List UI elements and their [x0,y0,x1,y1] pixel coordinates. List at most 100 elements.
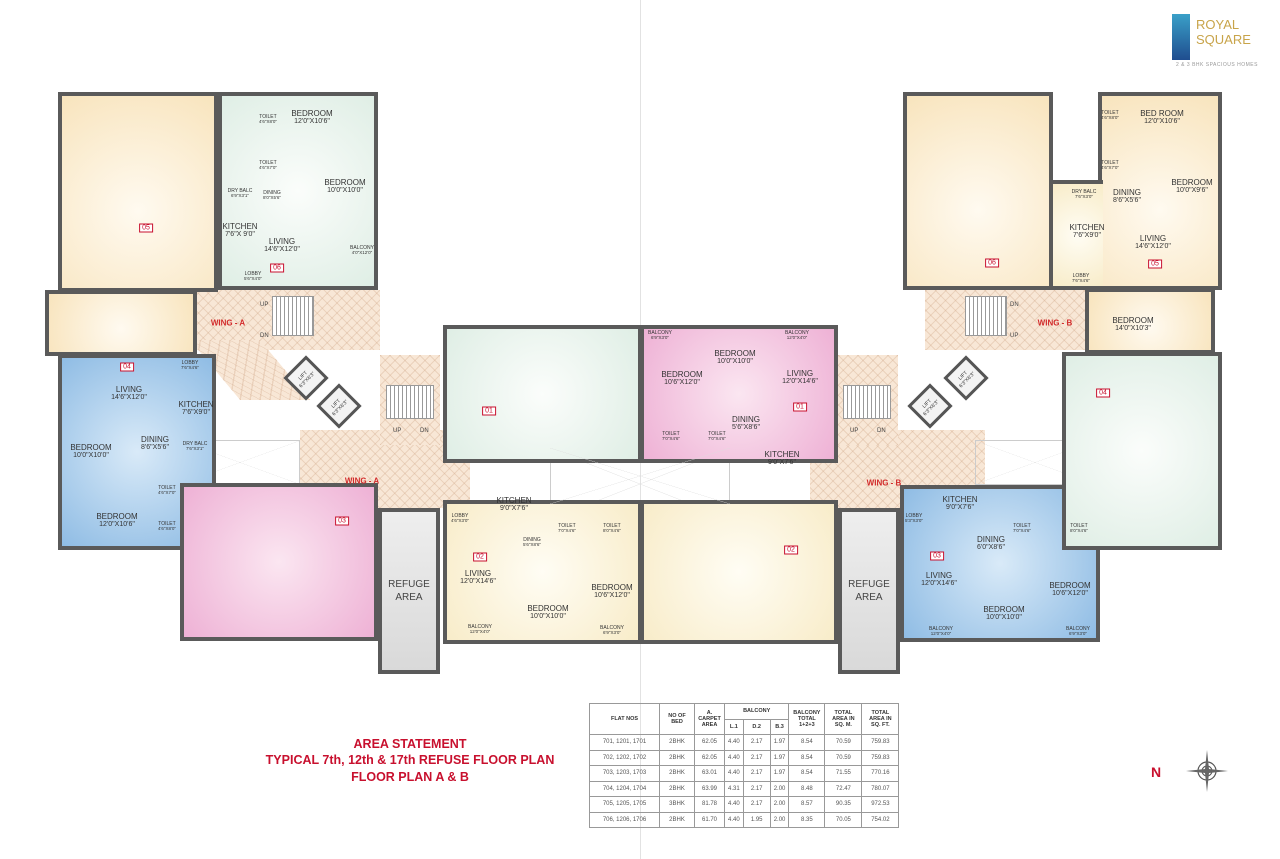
table-cell: 81.78 [694,796,725,813]
table-cell: 759.83 [861,749,900,766]
table-cell: 1.97 [769,734,790,751]
col-carpet-area: A. CARPET AREA [694,703,725,735]
room-name: TOILET [558,523,576,530]
room-name: LOBBY [244,271,262,278]
room-size: 7'6"X3'0" [1075,194,1093,200]
room-name: LIVING [786,369,814,379]
room-size: 7'0"X4'6" [558,528,576,534]
room-name: DINING [263,190,281,197]
room-size: 4'6"X7'0" [1101,165,1119,171]
room-size: 12'0"X4'0" [786,335,808,341]
room-name: BEDROOM [291,109,333,119]
room-name: DINING [732,415,760,425]
table-cell: 706, 1206, 1706 [589,811,660,828]
north-label: N [1151,764,1162,780]
room-size: 6'9"X3'0" [603,630,621,636]
flat-04-wing-b [1062,352,1222,550]
room-name: DRY BALC [1071,189,1097,196]
stair-up-label: UP [260,302,269,308]
room-size: 8'0"X4'6" [1070,528,1088,534]
table-cell: 70.05 [824,811,863,828]
room-name: BEDROOM [1112,316,1154,326]
wing-label: WING - B [1037,318,1073,328]
flat-03-wing-a [180,483,378,641]
table-cell: 90.35 [824,796,863,813]
table-cell: 4.40 [724,811,744,828]
room-size: 14'6"X12'0" [111,394,147,402]
plan-title: AREA STATEMENT TYPICAL 7th, 12th & 17th … [240,736,580,785]
room-name: LOBBY [905,513,923,520]
refuge-label: REFUGE AREA [848,579,890,603]
table-cell: 972.53 [861,796,900,813]
table-cell: 4.31 [724,780,744,797]
table-cell: 2BHK [659,734,695,751]
flat-02-wing-b [640,500,838,644]
room-size: 7'6"X4'6" [181,365,199,371]
room-size: 12'0"X14'6" [921,580,957,588]
room-name: TOILET [662,431,680,438]
flat-number-badge: 06 [985,258,999,268]
refuge-label: REFUGE AREA [388,579,430,603]
refuge-area-wing-b: REFUGE AREA [838,508,900,674]
table-cell: 70.59 [824,749,863,766]
col-total-sqft: TOTAL AREA IN SQ. FT. [861,703,900,735]
room-size: 14'6"X12'0" [1135,243,1171,251]
room-name: BALCONY [350,245,374,252]
room-name: TOILET [158,521,176,528]
room-size: 7'6"X 9'0" [225,231,255,239]
col-d2: D.2 [742,718,771,735]
room-size: 7'6"X9'0" [182,409,210,417]
logo-name: ROYAL SQUARE [1196,17,1251,47]
room-name: BED ROOM [1140,109,1184,119]
staircase-wing-b [965,296,1007,336]
table-cell: 63.99 [694,780,725,797]
room-size: 4'6"X7'0" [259,165,277,171]
room-name: TOILET [1070,523,1088,530]
room-size: 5'3"X3'0" [905,518,923,524]
lift-3: LIFT 6'3"X6'3" [943,355,989,401]
room-size: 9'0"X7'6" [500,505,528,513]
room-name: TOILET [603,523,621,530]
area-statement-table: FLAT NOS NO OF BED A. CARPET AREA BALCON… [589,703,900,828]
room-name: BALCONY [929,626,953,633]
room-name: BALCONY [600,625,624,632]
flat-number-badge: 05 [139,223,153,233]
table-cell: 701, 1201, 1701 [589,734,660,751]
room-name: BEDROOM [983,605,1025,615]
table-cell: 759.83 [861,734,900,751]
staircase-wing-a-core [386,385,434,419]
table-cell: 2.17 [742,749,771,766]
table-cell: 703, 1203, 1703 [589,765,660,782]
room-size: 8'0"X4'6" [603,528,621,534]
flat-01-wing-a [443,325,642,463]
room-name: DINING [141,435,169,445]
table-cell: 2.17 [742,780,771,797]
room-size: 12'0"X10'6" [1144,118,1180,126]
table-cell: 71.55 [824,765,863,782]
table-cell: 62.05 [694,749,725,766]
room-size: 4'6"X8'0" [1101,115,1119,121]
flat-05-wing-b-bedroom [1085,288,1215,354]
table-cell: 705, 1205, 1705 [589,796,660,813]
col-total-sqm: TOTAL AREA IN SQ. M. [824,703,863,735]
